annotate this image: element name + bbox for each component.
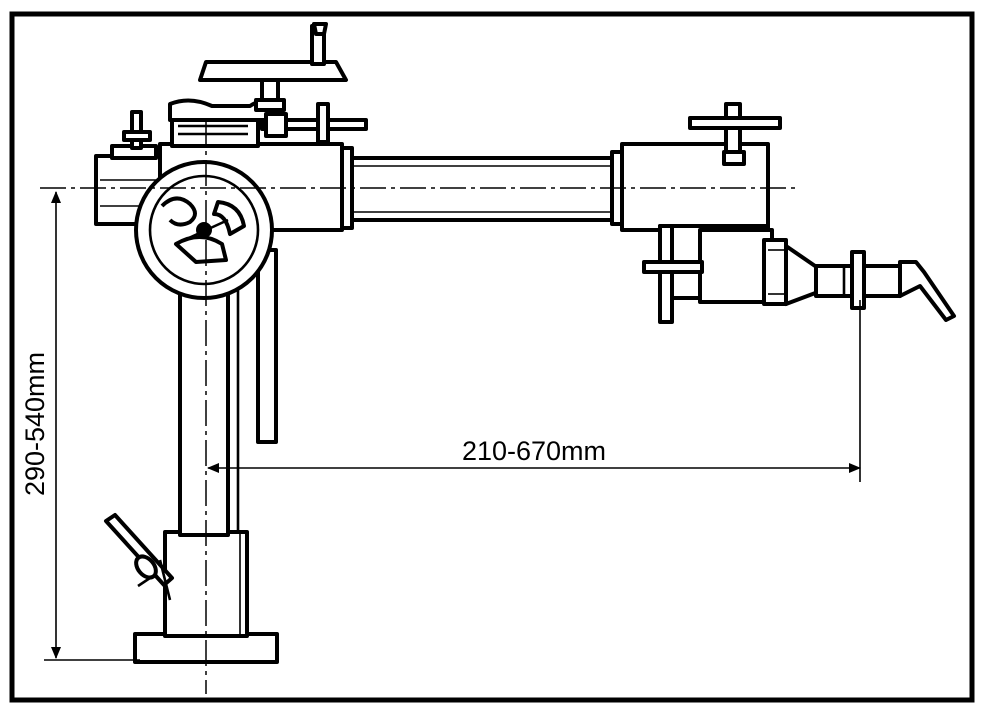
height-dimension-label: 290-540mm bbox=[20, 352, 50, 496]
height-dimension: 290-540mm bbox=[20, 191, 140, 661]
reach-dimension: 210-670mm bbox=[207, 300, 861, 482]
base-clamp-lever bbox=[104, 513, 174, 601]
side-lever-top bbox=[122, 110, 152, 150]
arm-clamp-handle bbox=[260, 102, 368, 144]
vertical-column bbox=[178, 270, 240, 537]
top-handwheel bbox=[198, 22, 348, 82]
feed-rod bbox=[256, 248, 278, 444]
tool-holder bbox=[784, 244, 956, 322]
drawing-frame bbox=[9, 11, 975, 703]
lower-t-handle bbox=[642, 224, 704, 324]
feed-handwheel bbox=[134, 160, 274, 300]
top-t-handle bbox=[688, 102, 782, 166]
reach-dimension-label: 210-670mm bbox=[462, 436, 606, 466]
tool-head-slide bbox=[620, 142, 788, 306]
